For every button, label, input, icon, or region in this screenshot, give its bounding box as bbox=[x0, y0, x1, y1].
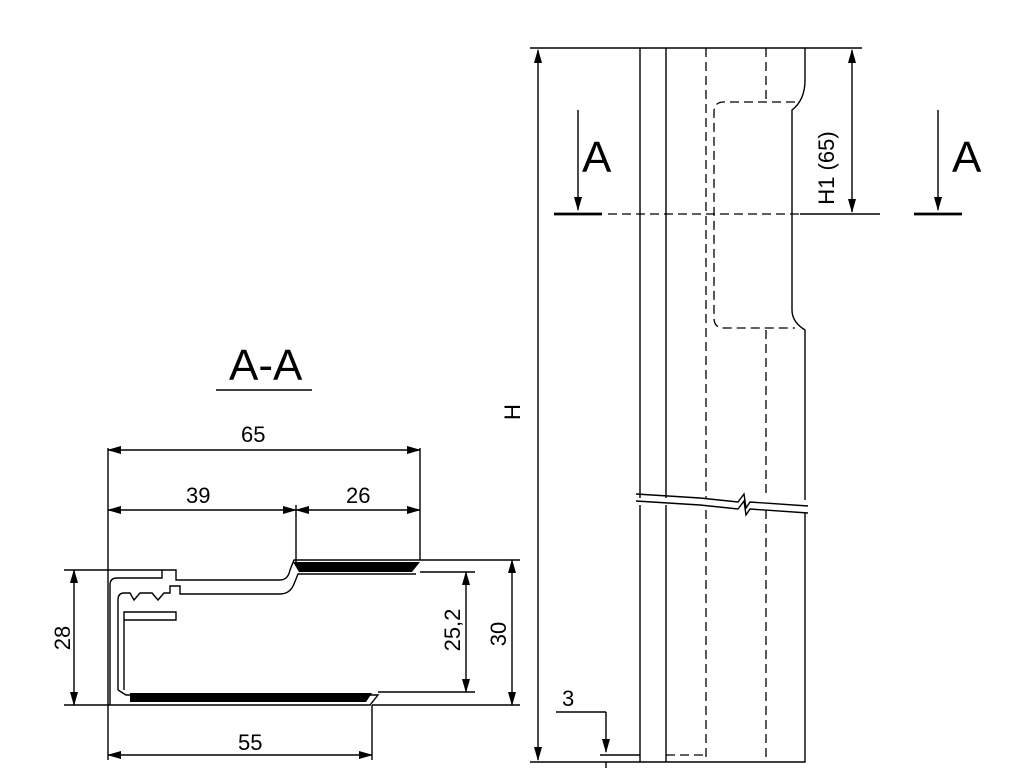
break-line-bottom bbox=[635, 499, 809, 517]
body-outline-lower bbox=[639, 505, 806, 763]
body-outline-upper bbox=[640, 47, 806, 500]
dim-label-30: 30 bbox=[486, 622, 511, 646]
dim-label-28: 28 bbox=[50, 626, 75, 650]
profile-outline bbox=[109, 559, 420, 706]
dim-label-h1: H1 (65) bbox=[814, 131, 839, 204]
dim-label-h: H bbox=[500, 404, 525, 420]
dim-label-25-2: 25,2 bbox=[440, 609, 465, 652]
dim-label-65: 65 bbox=[241, 422, 265, 447]
cut-label-right: A bbox=[952, 133, 982, 182]
hidden-pocket bbox=[713, 101, 795, 329]
section-title: A-A bbox=[229, 341, 303, 390]
cut-label-left: A bbox=[582, 133, 612, 182]
elevation-view: A A H H1 (65) 3 bbox=[500, 47, 982, 768]
top-coating bbox=[293, 562, 420, 572]
bottom-coating bbox=[130, 693, 372, 702]
dim-label-3: 3 bbox=[562, 686, 574, 711]
break-line-top bbox=[635, 492, 809, 510]
section-view: A-A 65 39 26 28 bbox=[50, 341, 520, 760]
dim-label-39: 39 bbox=[186, 483, 210, 508]
dim-label-26: 26 bbox=[346, 483, 370, 508]
dim-label-55: 55 bbox=[238, 730, 262, 755]
